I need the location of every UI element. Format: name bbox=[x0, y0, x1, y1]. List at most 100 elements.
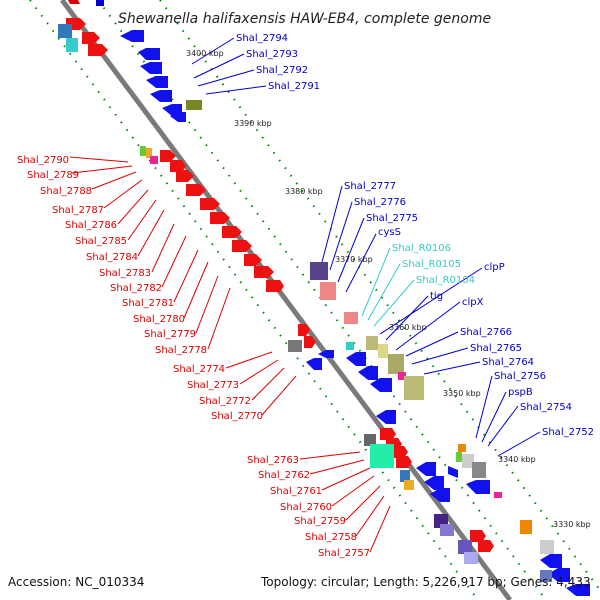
gene-arrow bbox=[266, 280, 284, 292]
leader-line bbox=[423, 361, 481, 375]
leader-line bbox=[411, 347, 469, 365]
leader-line bbox=[321, 185, 343, 263]
gene-arrow bbox=[120, 30, 144, 42]
feature-box bbox=[456, 452, 462, 462]
leader-line bbox=[173, 249, 199, 303]
feature-box bbox=[186, 100, 202, 110]
feature-box bbox=[404, 480, 414, 490]
leader-line bbox=[69, 156, 129, 163]
gene-arrow bbox=[146, 76, 168, 88]
leader-line bbox=[251, 367, 285, 401]
gene-arrow bbox=[186, 184, 206, 196]
leader-line bbox=[361, 247, 391, 317]
scale-ticks: 3400 kbp 3390 kbp 3380 kbp 3370 kbp 3360… bbox=[186, 49, 591, 529]
leader-line bbox=[355, 495, 385, 537]
feature-box bbox=[398, 372, 406, 380]
gene-arrow bbox=[306, 358, 322, 370]
leader-line bbox=[475, 375, 493, 439]
gene-arrow bbox=[150, 90, 172, 102]
leader-line bbox=[395, 301, 461, 351]
leader-line bbox=[225, 351, 273, 369]
gene-label: Shal_2758 bbox=[305, 532, 357, 543]
forward-strand-features bbox=[66, 0, 494, 552]
feature-box bbox=[462, 454, 474, 468]
feature-box bbox=[464, 552, 478, 564]
scale-label-3340: 3340 kbp bbox=[498, 455, 536, 464]
feature-box bbox=[458, 540, 472, 554]
feature-box bbox=[320, 282, 336, 300]
leader-line bbox=[261, 375, 297, 416]
gene-arrow bbox=[68, 0, 80, 4]
gene-label: Shal_2780 bbox=[133, 314, 185, 325]
gene-arrow bbox=[82, 32, 100, 44]
gene-label: Shal_2762 bbox=[258, 470, 310, 481]
leader-line bbox=[331, 475, 375, 507]
leader-line bbox=[299, 451, 361, 460]
leader-line bbox=[205, 85, 267, 95]
feature-box bbox=[346, 342, 354, 350]
gene-label: Shal_2770 bbox=[211, 411, 263, 422]
gene-label: Shal_2759 bbox=[294, 516, 346, 527]
gene-arrow bbox=[176, 170, 194, 182]
feature-box bbox=[458, 444, 466, 452]
scale-label-3380: 3380 kbp bbox=[285, 187, 323, 196]
leader-line bbox=[103, 179, 143, 209]
gene-label: pspB bbox=[508, 387, 533, 398]
leader-line bbox=[309, 459, 365, 475]
gene-label: Shal_2765 bbox=[470, 343, 522, 354]
leader-line bbox=[127, 199, 157, 241]
gene-label: Shal_2775 bbox=[366, 213, 418, 224]
gene-arrow bbox=[448, 466, 458, 478]
gene-label: Shal_2786 bbox=[65, 220, 117, 231]
feature-box bbox=[400, 470, 410, 482]
scale-label-3400: 3400 kbp bbox=[186, 49, 224, 58]
feature-box bbox=[540, 540, 554, 554]
feature-box bbox=[378, 344, 388, 358]
leader-line bbox=[193, 53, 245, 79]
gene-label: Shal_2782 bbox=[110, 283, 162, 294]
gene-arrow bbox=[478, 540, 494, 552]
leader-line bbox=[497, 431, 541, 457]
topology-summary: Topology: circular; Length: 5,226,917 bp… bbox=[260, 575, 591, 589]
feature-box bbox=[146, 148, 152, 158]
gene-arrow bbox=[254, 266, 274, 278]
gene-arrow bbox=[548, 568, 570, 582]
leader-line bbox=[405, 331, 459, 357]
gene-arrow bbox=[566, 584, 590, 596]
gene-label: Shal_2754 bbox=[520, 402, 572, 413]
feature-box bbox=[150, 156, 158, 164]
gene-arrow bbox=[160, 150, 176, 162]
gene-label: Shal_2794 bbox=[236, 33, 288, 44]
gene-arrow bbox=[210, 212, 230, 224]
feature-box bbox=[66, 38, 78, 52]
leader-line bbox=[239, 359, 279, 385]
gene-label: Shal_2785 bbox=[75, 236, 127, 247]
gene-arrow bbox=[416, 462, 436, 476]
gene-arrow bbox=[346, 352, 366, 366]
gene-label: Shal_2778 bbox=[155, 345, 207, 356]
gene-label: Shal_2787 bbox=[52, 205, 104, 216]
leader-line bbox=[195, 275, 219, 334]
gene-label: Shal_2761 bbox=[270, 486, 322, 497]
accession-text: Accession: NC_010334 bbox=[8, 575, 144, 589]
gene-arrow bbox=[298, 324, 310, 336]
leader-line bbox=[481, 391, 507, 443]
gene-arrow bbox=[200, 198, 220, 210]
leader-line bbox=[487, 405, 519, 447]
leader-line bbox=[345, 485, 381, 521]
gene-label: Shal_2763 bbox=[247, 455, 299, 466]
left-gene-labels bbox=[69, 156, 391, 553]
gene-arrow bbox=[376, 410, 396, 424]
gene-arrow bbox=[140, 62, 162, 74]
gene-label: Shal_2776 bbox=[354, 197, 406, 208]
middle-dotted-track bbox=[97, 0, 547, 600]
feature-box bbox=[370, 444, 394, 468]
rna-label: Shal_R0105 bbox=[402, 259, 461, 270]
gene-arrow bbox=[370, 378, 392, 392]
misc-features-right bbox=[186, 100, 554, 582]
gene-arrow bbox=[430, 488, 450, 502]
gene-label: Shal_2757 bbox=[318, 548, 370, 559]
leader-line bbox=[337, 217, 365, 283]
right-gene-label-texts: Shal_2794 Shal_2793 Shal_2792 Shal_2791 … bbox=[236, 33, 594, 438]
